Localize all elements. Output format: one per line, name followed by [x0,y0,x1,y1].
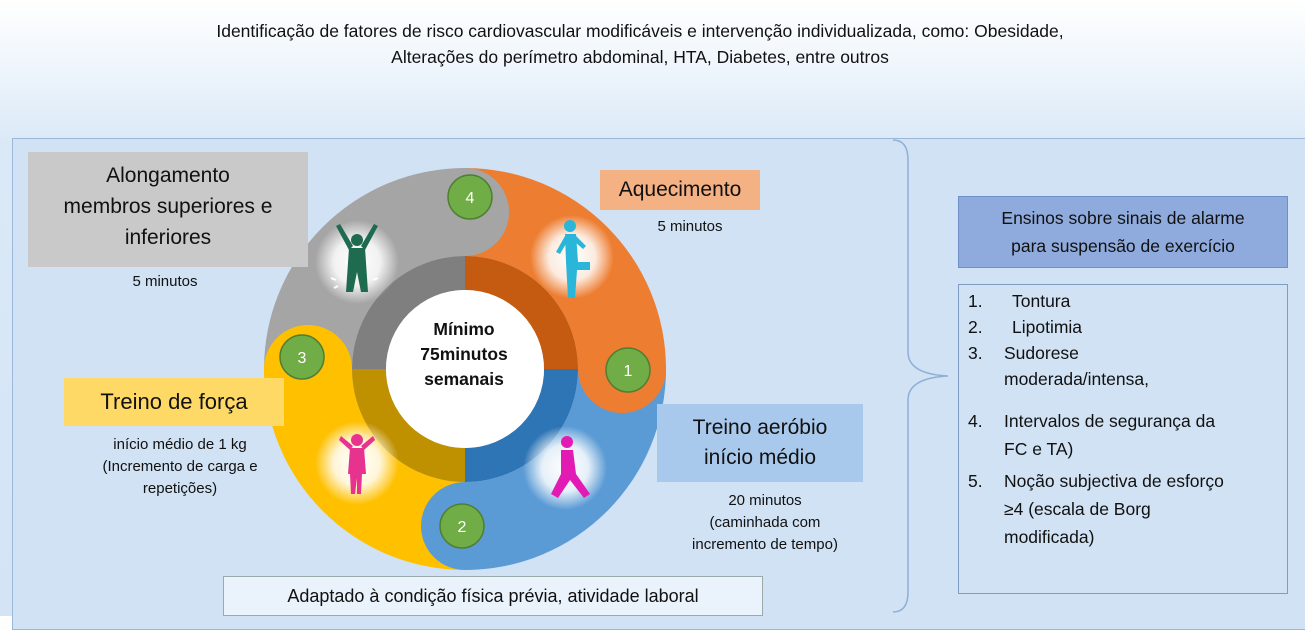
alarm-title-box: Ensinos sobre sinais de alarme para susp… [958,196,1288,268]
stage-2-number: 2 [458,519,467,536]
lunging-woman-icon [523,426,607,510]
stretch-duration: 5 minutos [132,273,198,290]
list-item-text: Intervalos de segurança da [1004,411,1216,431]
aerobic-title-line-1: Treino aeróbio [692,416,828,439]
stage-3-badge [279,334,325,380]
aerobic-detail: 20 minutos (caminhada com incremento de … [660,490,870,556]
aerobic-title-line-2: início médio [703,446,817,469]
strength-detail-line-1: início médio de 1 kg [113,436,247,453]
stage-2-badge [439,503,485,549]
list-item-text: Tontura [1012,291,1071,311]
alarm-title-line-1: Ensinos sobre sinais de alarme [1001,208,1245,228]
inner-aerobic [465,369,578,482]
list-item-text-cont: moderada/intensa, [1004,369,1149,389]
list-item-text-cont: modificada) [1004,527,1095,547]
strength-detail-line-2: (Incremento de carga e [102,458,258,475]
list-item-number: 3. [968,343,983,363]
list-item-number: 4. [968,411,983,431]
alarm-list-panel [958,284,1288,594]
inner-stretch [352,256,465,369]
title-line-1: Identificação de fatores de risco cardio… [216,21,1064,41]
center-line-3: semanais [424,369,504,389]
list-item-number: 1. [968,291,983,311]
center-line-1: Mínimo [433,319,495,339]
standing-woman-icon [315,421,399,505]
list-item-text: Lipotimia [1012,317,1083,337]
aerobic-note-line-1: (caminhada com [709,514,821,531]
warmup-title-box: Aquecimento [600,170,760,210]
list-item-number: 5. [968,471,983,491]
inner-warmup [465,256,578,369]
stage-1-badge [605,347,651,393]
aerobic-duration: 20 minutos [728,492,802,509]
stretch-title-box: Alongamento membros superiores e inferio… [28,152,308,267]
stage-1-number: 1 [624,363,633,380]
arms-raised-woman-icon [315,220,399,304]
right-brace [892,139,949,613]
center-disc [386,290,544,448]
strength-title-box: Treino de força [64,378,284,426]
warmup-duration: 5 minutos [657,218,723,235]
inner-strength [352,369,465,482]
stage-4-number: 4 [466,190,475,207]
list-item-text-cont: FC e TA) [1004,439,1074,459]
center-label: Mínimo 75minutos semanais [389,317,539,392]
aerobic-title-box: Treino aeróbio início médio [657,404,863,482]
list-item-text: Noção subjectiva de esforço [1004,471,1224,491]
list-item-text-cont: ≥4 (escala de Borg [1004,499,1151,519]
list-item-number: 2. [968,317,983,337]
diagram-title: Identificação de fatores de risco cardio… [40,18,1240,70]
strength-detail-line-3: repetições) [142,480,218,497]
title-line-2: Alterações do perímetro abdominal, HTA, … [391,47,889,67]
alarm-title-line-2: para suspensão de exercício [1011,236,1235,256]
stretch-title-line-3: inferiores [124,226,212,249]
footer-note: Adaptado à condição física prévia, ativi… [223,576,763,616]
exercise-cycle-wheel: 4 1 2 3 [264,139,949,613]
stretch-title-line-2: membros superiores e [63,195,273,218]
list-item-text: Sudorese [1004,343,1079,363]
strength-detail: início médio de 1 kg (Incremento de carg… [60,434,300,500]
stage-4-badge [447,174,493,220]
stage-3-number: 3 [298,350,307,367]
aerobic-note-line-2: incremento de tempo) [692,536,838,553]
center-line-2: 75minutos [420,344,508,364]
stepping-woman-icon [530,215,614,299]
stretch-title-line-1: Alongamento [106,164,230,187]
